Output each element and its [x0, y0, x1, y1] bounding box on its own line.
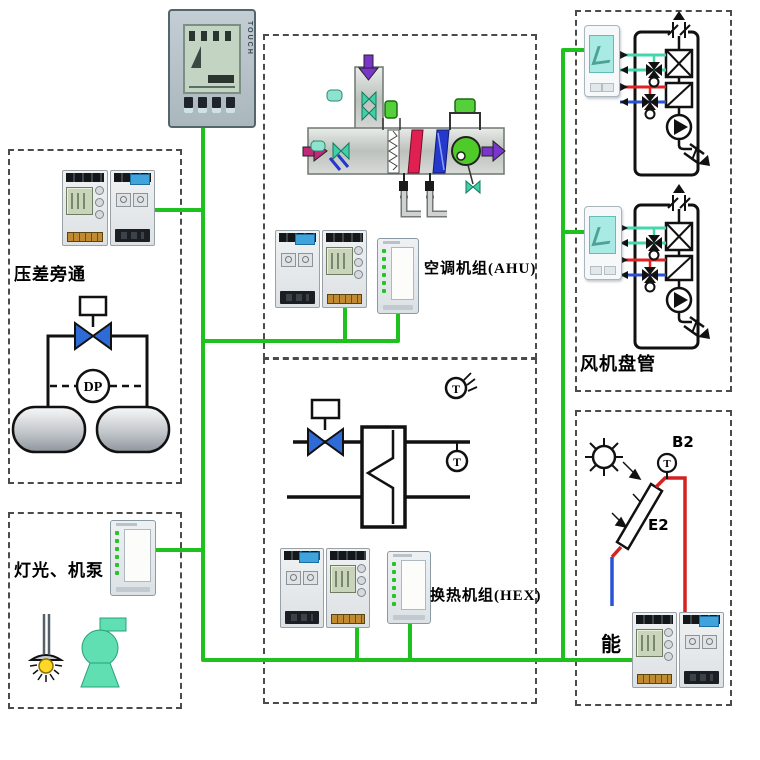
- bypass-label: 压差旁通: [14, 265, 86, 284]
- controller-io-module: [679, 612, 724, 688]
- hex-controller: [280, 548, 370, 628]
- hmi-key[interactable]: [198, 97, 207, 113]
- damper-icon: [332, 90, 377, 161]
- solar-energy-label: 能: [601, 634, 622, 656]
- hex-label: 换热机组(HEX): [430, 588, 542, 604]
- hmi-key[interactable]: [226, 97, 235, 113]
- solar-temp-label: T: [663, 458, 671, 470]
- lighting-label: 灯光、机泵: [14, 561, 104, 580]
- panel-screen: [124, 529, 151, 582]
- bypass-controller: [62, 170, 155, 246]
- controller-io-module: [275, 230, 320, 308]
- hmi-mimic-line: [189, 86, 235, 88]
- duct-sensor-icon: [384, 100, 398, 119]
- solar-controller: [632, 612, 724, 688]
- hmi-screen[interactable]: [183, 24, 241, 94]
- bypass-valve-icon: [74, 321, 95, 351]
- valve-actuator: [310, 398, 341, 420]
- hmi-mimic-shape: [191, 46, 201, 68]
- controller-lcd-module: [326, 548, 370, 628]
- tank-icon: [11, 405, 87, 454]
- hex-valve-icon: [307, 426, 327, 458]
- hmi-brand-text: TOUCH: [246, 21, 253, 56]
- solar-box: [575, 410, 732, 706]
- panel-screen: [401, 560, 426, 610]
- solar-graphic: T B2 E2: [585, 433, 694, 612]
- ahu-label: 空调机组(AHU): [424, 261, 537, 277]
- hmi-key[interactable]: [212, 97, 221, 113]
- ahu-graphic: [302, 54, 506, 218]
- lamp-icon: [27, 614, 65, 682]
- thermostat-button[interactable]: [590, 266, 602, 275]
- outdoor-temp-label: T: [452, 382, 460, 396]
- e2-tag: E2: [648, 516, 669, 534]
- room-thermostat: [584, 206, 622, 280]
- condensate-drain: [399, 173, 447, 218]
- pump-icon: [80, 617, 127, 688]
- controller-lcd-module: [62, 170, 108, 246]
- controller-io-module: [280, 548, 324, 628]
- network-bus: [152, 48, 633, 662]
- hmi-function-keys[interactable]: [184, 97, 238, 113]
- supply-fan-icon: [451, 136, 481, 166]
- solar-temp-sensor-icon: [656, 452, 678, 474]
- network-riser: [561, 48, 585, 662]
- heat-exchanger-icon: [360, 425, 407, 529]
- room-thermostat: [584, 25, 620, 97]
- bypass-piping: DP: [11, 295, 171, 454]
- hex-graphic: T T: [287, 372, 478, 529]
- hmi-touch-panel[interactable]: TOUCH: [168, 9, 256, 128]
- supply-temp-label: T: [453, 455, 461, 469]
- fan-coil-units: [618, 9, 712, 350]
- air-out-arrow: [492, 139, 506, 163]
- thermostat-display: [589, 216, 616, 254]
- hmi-mimic-icons: [189, 31, 233, 41]
- pressure-bypass-box: [8, 149, 182, 484]
- fancoil-label: 风机盘管: [580, 354, 656, 374]
- valve-actuator: [78, 295, 108, 317]
- duct-sensor-icon: [454, 98, 476, 114]
- tank-icon: [95, 405, 171, 454]
- thermostat-button[interactable]: [590, 83, 602, 92]
- heating-coil-icon: [407, 129, 424, 174]
- solar-collector-icon: [615, 482, 664, 551]
- lighting-controller-panel: [110, 520, 156, 596]
- controller-io-module: [109, 170, 155, 246]
- air-in-arrow: [357, 67, 380, 81]
- b2-tag: B2: [672, 433, 694, 451]
- controller-lcd-module: [322, 230, 367, 308]
- thermostat-button[interactable]: [604, 266, 616, 275]
- lighting-pump-box: [8, 512, 182, 709]
- dp-sensor-label: DP: [84, 380, 103, 395]
- controller-lcd-module: [632, 612, 677, 688]
- ahu-operator-panel: [377, 238, 419, 314]
- thermostat-display: [589, 35, 614, 73]
- hot-pipe: [654, 476, 687, 612]
- panel-screen: [391, 247, 414, 300]
- ahu-controller: [275, 230, 367, 308]
- fan-coil-box: [575, 10, 732, 392]
- outdoor-temp-sensor-icon: [444, 376, 468, 400]
- sun-icon: [591, 444, 617, 470]
- network-trunk: [201, 122, 633, 662]
- dp-sensor-icon: [75, 368, 111, 404]
- hmi-key[interactable]: [184, 97, 193, 113]
- hex-box: [263, 358, 537, 704]
- filter-icon: [387, 129, 400, 174]
- thermostat-button[interactable]: [602, 83, 614, 92]
- hmi-mimic-bar: [208, 75, 234, 83]
- supply-temp-sensor-icon: [445, 449, 469, 473]
- hex-operator-panel: [387, 551, 431, 624]
